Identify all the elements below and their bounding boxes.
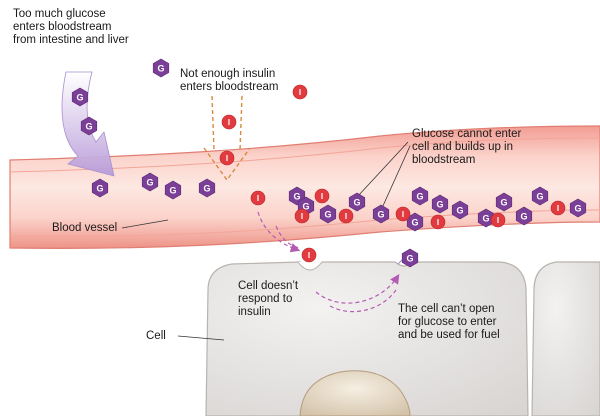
- svg-text:I: I: [345, 212, 347, 221]
- insulin-molecule: I: [221, 114, 237, 130]
- glucose-molecule: G: [401, 248, 419, 268]
- glucose-blocked-arrow: [315, 273, 400, 304]
- svg-text:G: G: [169, 186, 176, 196]
- svg-text:G: G: [520, 212, 527, 222]
- glucose-molecule: G: [152, 58, 170, 78]
- svg-text:G: G: [157, 64, 164, 74]
- glucose-molecule: G: [515, 206, 533, 226]
- glucose-molecule: G: [531, 186, 549, 206]
- svg-text:G: G: [436, 200, 443, 210]
- leader-lines: [121, 141, 411, 341]
- svg-text:G: G: [482, 214, 489, 224]
- svg-text:I: I: [402, 210, 404, 219]
- insulin-arrow-head: [203, 147, 251, 182]
- leader-glucose-1: [357, 141, 409, 197]
- dashed-arrows: [257, 211, 400, 313]
- svg-text:I: I: [308, 251, 310, 260]
- blood-vessel-tube: [9, 125, 600, 249]
- glucose-molecule: G: [348, 192, 366, 212]
- insulin-arrow-right: [239, 95, 243, 151]
- insulin-molecule: I: [294, 208, 310, 224]
- insulin-molecule: I: [550, 200, 566, 216]
- svg-text:G: G: [353, 198, 360, 208]
- svg-text:I: I: [437, 218, 439, 227]
- cell-body: [205, 261, 529, 416]
- glucose-molecule: G: [141, 172, 159, 192]
- vessel-wall-line-top: [9, 137, 600, 173]
- insulin-molecule: I: [430, 214, 446, 230]
- glucose-molecule: G: [319, 204, 337, 224]
- insulin-molecule: I: [250, 190, 266, 206]
- label-not-enough-insulin: Not enough insulin enters bloodstream: [180, 68, 279, 93]
- insulin-molecule: I: [490, 212, 506, 228]
- insulin-to-cell-arrow: [257, 211, 301, 253]
- label-glucose-cannot-enter: Glucose cannot enter cell and builds up …: [412, 128, 522, 166]
- label-too-much-glucose: Too much glucose enters bloodstream from…: [13, 8, 129, 46]
- glucose-molecule: G: [91, 178, 109, 198]
- svg-text:G: G: [302, 202, 309, 212]
- glucose-molecule: G: [495, 192, 513, 212]
- svg-text:G: G: [324, 210, 331, 220]
- glucose-molecule: G: [569, 198, 587, 218]
- neighbor-cell: [531, 261, 600, 416]
- insulin-receptor: [297, 261, 323, 271]
- svg-text:G: G: [85, 122, 92, 132]
- svg-text:G: G: [293, 192, 300, 202]
- label-cell-doesnt-respond: Cell doesn’t respond to insulin: [238, 280, 299, 318]
- glucose-blocked-arrow-2: [329, 289, 397, 313]
- insulin-molecule: I: [314, 188, 330, 204]
- label-cell-cant-open: The cell can’t open for glucose to enter…: [398, 303, 500, 341]
- glucose-molecule: G: [372, 204, 390, 224]
- glucose-molecule: G: [164, 180, 182, 200]
- glucose-molecule: G: [71, 87, 89, 107]
- glucose-molecule: G: [80, 116, 98, 136]
- insulin-molecule: I: [301, 247, 317, 263]
- svg-text:G: G: [377, 210, 384, 220]
- insulin-inflow-arrow: [203, 95, 251, 182]
- svg-text:I: I: [299, 88, 301, 97]
- svg-text:G: G: [416, 192, 423, 202]
- insulin-molecule: I: [395, 206, 411, 222]
- cell-nucleus: [299, 370, 411, 416]
- glucose-molecule: G: [198, 178, 216, 198]
- leader-glucose-2: [381, 145, 411, 209]
- cells: [205, 259, 600, 416]
- glucose-molecule: G: [431, 194, 449, 214]
- svg-text:I: I: [321, 192, 323, 201]
- glucose-molecule: G: [477, 208, 495, 228]
- glucose-molecule: G: [451, 200, 469, 220]
- svg-text:I: I: [497, 216, 499, 225]
- blood-vessel: [9, 125, 600, 249]
- svg-text:G: G: [96, 184, 103, 194]
- insulin-molecule: I: [338, 208, 354, 224]
- label-cell: Cell: [146, 330, 166, 342]
- svg-text:G: G: [411, 218, 418, 228]
- svg-text:G: G: [76, 93, 83, 103]
- svg-text:G: G: [500, 198, 507, 208]
- leader-blood-vessel: [121, 219, 169, 229]
- insulin-arrow-left: [211, 95, 215, 151]
- insulin-molecule: I: [219, 150, 235, 166]
- svg-text:I: I: [557, 204, 559, 213]
- svg-text:I: I: [226, 154, 228, 163]
- svg-text:G: G: [536, 192, 543, 202]
- insulin-molecule: I: [292, 84, 308, 100]
- insulin-to-cell-arrow-2: [275, 225, 301, 249]
- svg-text:G: G: [203, 184, 210, 194]
- svg-text:G: G: [406, 254, 413, 264]
- svg-text:G: G: [574, 204, 581, 214]
- leader-cell: [177, 335, 225, 341]
- label-blood-vessel: Blood vessel: [52, 222, 118, 234]
- svg-text:G: G: [146, 178, 153, 188]
- glucose-molecule: G: [411, 186, 429, 206]
- insulin-molecules: I I I I I I I I I I I I: [219, 84, 566, 263]
- svg-text:I: I: [257, 194, 259, 203]
- svg-text:I: I: [301, 212, 303, 221]
- svg-text:G: G: [456, 206, 463, 216]
- svg-text:I: I: [228, 118, 230, 127]
